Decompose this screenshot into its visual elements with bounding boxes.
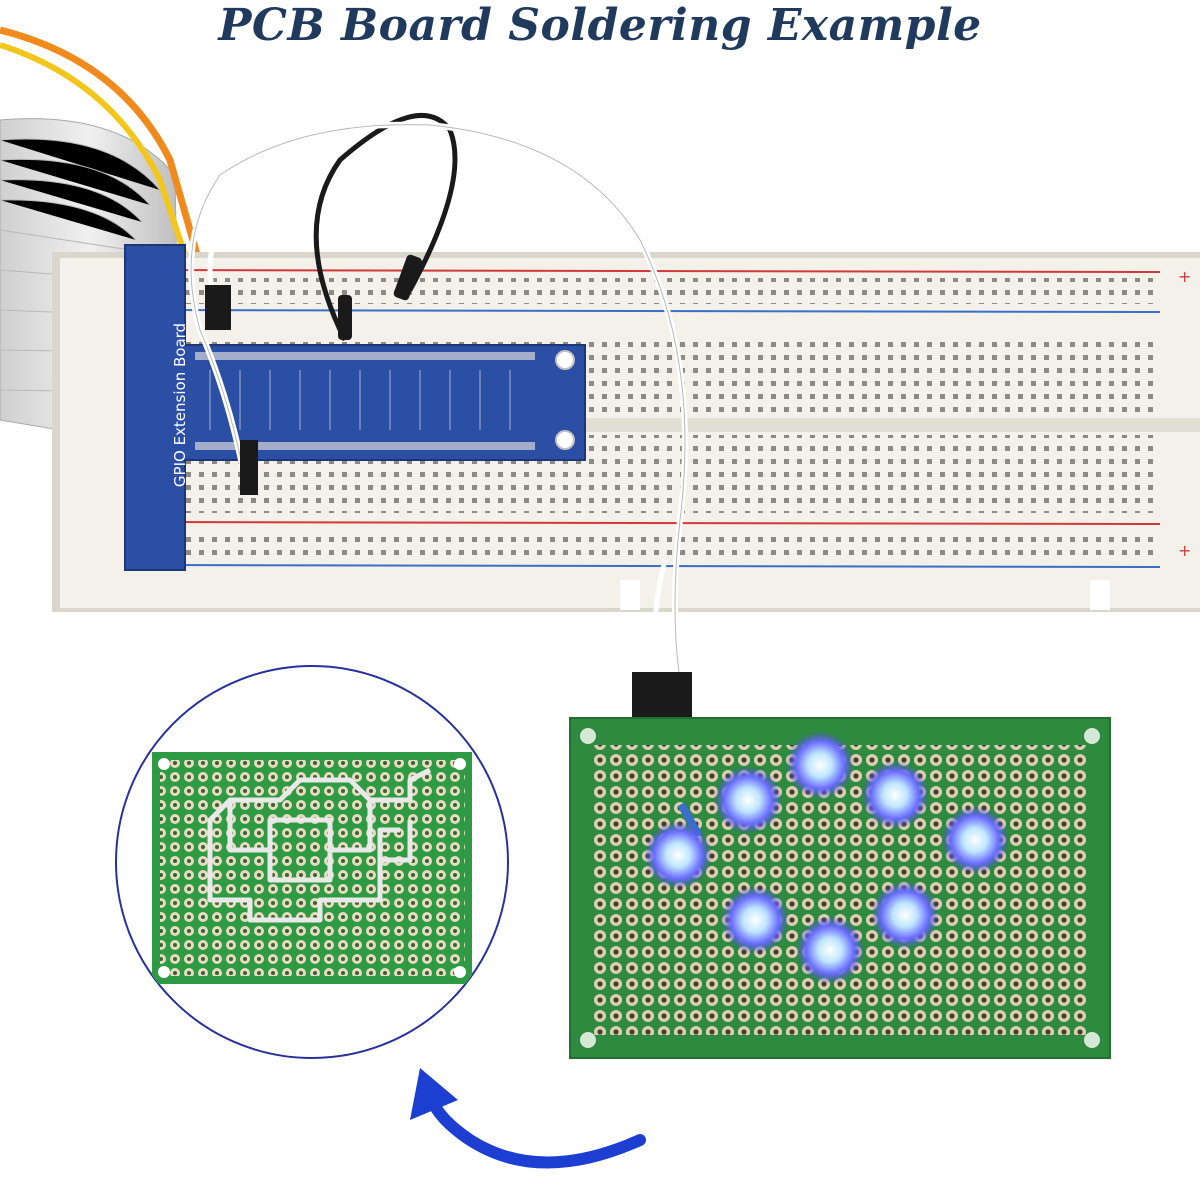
yellow-wire	[0, 42, 203, 301]
gpio-board-label: GPIO Extension Board	[171, 322, 189, 488]
black-jumper-wire	[313, 113, 458, 342]
gpio-extension-board	[124, 244, 586, 571]
led-group	[644, 731, 1009, 984]
pcb-back-inset	[115, 665, 509, 1059]
arrow-icon	[410, 1068, 646, 1169]
page-title: PCB Board Soldering Example	[218, 0, 982, 51]
svg-text:+: +	[1178, 267, 1191, 286]
orange-wire	[0, 26, 214, 301]
prototype-pcb-with-leds	[569, 717, 1111, 1059]
svg-text:+: +	[1178, 541, 1191, 560]
